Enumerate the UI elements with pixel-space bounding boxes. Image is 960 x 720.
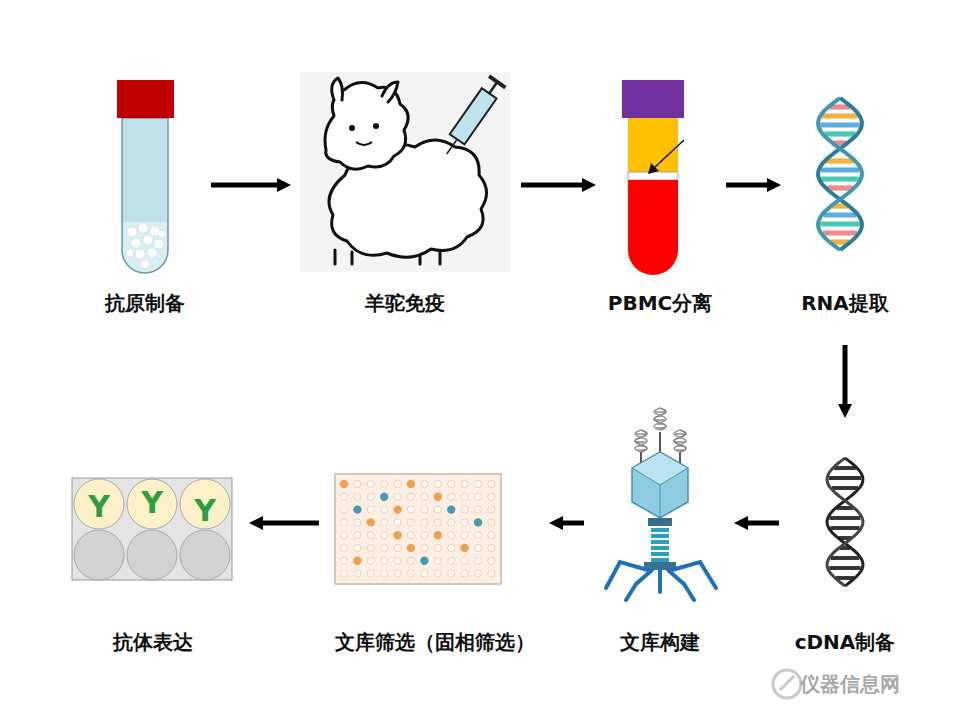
well-antibody-symbol: Y [141,486,163,519]
flow-arrow [521,183,588,188]
step-label: 文库构建 [590,630,730,654]
alpaca-drawing [300,72,510,272]
step-label: cDNA制备 [785,630,905,654]
step-node: PBMC分离 [600,75,720,315]
flow-arrow [257,521,319,526]
phage-drawing [606,408,716,600]
step-label: PBMC分离 [600,291,720,315]
flow-arrow [843,345,848,410]
flow-arrow [211,183,283,188]
step-label: RNA提取 [785,291,905,315]
step-node: RNA提取 [785,90,905,315]
step-node: 文库构建 [590,400,730,654]
step-label: 抗体表达 [60,630,245,654]
pbmc-tube [622,80,684,275]
step-label: 羊驼免疫 [295,291,515,315]
watermark: 仪器信息网 [800,673,900,695]
step-node: 羊驼免疫 [295,70,515,315]
step-node: 抗原制备 [85,75,205,315]
phage-dna [635,408,686,452]
step-label: 抗原制备 [85,291,205,315]
flow-arrow [557,521,584,526]
rna-helix [818,98,862,250]
screening-plate [335,474,501,584]
step-node: cDNA制备 [785,440,905,654]
cdna-helix [827,458,863,586]
antigen-tube [117,80,174,273]
well-antibody-symbol: Y [194,494,216,527]
well-antibody-symbol: Y [88,490,110,523]
watermark-logo [773,670,801,698]
expression-wells [72,478,232,580]
step-label: 文库筛选（固相筛选） [325,630,545,654]
flow-arrow [726,183,773,188]
step-node: 文库筛选（固相筛选） [325,465,545,654]
flow-arrow [742,521,779,526]
